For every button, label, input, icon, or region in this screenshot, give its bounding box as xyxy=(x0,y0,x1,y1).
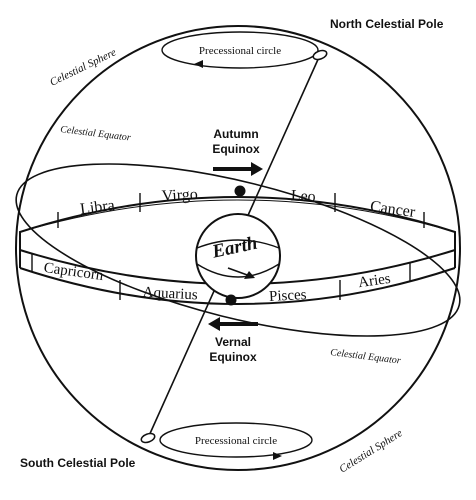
precession-arrow-bottom-icon xyxy=(273,452,282,460)
vernal-label-line1: Vernal xyxy=(215,335,251,349)
earth-equator-lower xyxy=(196,263,280,278)
south-pole-label: South Celestial Pole xyxy=(20,456,136,470)
vernal-label-line2: Equinox xyxy=(209,350,257,364)
earth-equator-upper xyxy=(196,239,280,249)
vernal-arrow-icon xyxy=(208,317,220,331)
vernal-equinox-point xyxy=(225,294,237,306)
equator-label-left: Celestial Equator xyxy=(60,124,132,144)
sphere-label-right: Celestial Sphere xyxy=(337,427,405,475)
celestial-sphere xyxy=(15,25,461,471)
equator-label-right: Celestial Equator xyxy=(330,347,402,367)
zodiac-aries: Aries xyxy=(357,271,392,291)
zodiac-libra: Libra xyxy=(79,197,115,218)
north-pole-marker xyxy=(312,49,328,61)
earth-rotation-arrow-icon xyxy=(244,271,255,279)
autumn-label-line2: Equinox xyxy=(212,142,260,156)
precessional-circle-top xyxy=(161,31,319,69)
zodiac-band-back-inner xyxy=(19,199,456,233)
precession-arrow-top-icon xyxy=(194,60,203,68)
autumn-equinox-point xyxy=(234,185,246,197)
zodiac-cancer: Cancer xyxy=(369,198,417,221)
vernal-arrow-shaft xyxy=(218,322,258,326)
zodiac-band-back xyxy=(19,196,456,250)
autumn-arrow-shaft xyxy=(213,167,253,171)
precession-label-bottom: Precessional circle xyxy=(195,435,277,447)
zodiac-capricorn: Capricorn xyxy=(43,260,105,284)
north-pole-label: North Celestial Pole xyxy=(330,17,444,31)
zodiac-aquarius: Aquarius xyxy=(142,285,198,304)
zodiac-virgo: Virgo xyxy=(161,186,198,205)
zodiac-pisces: Pisces xyxy=(269,287,307,305)
south-pole-marker xyxy=(140,432,156,444)
earth-globe xyxy=(195,213,281,299)
zodiac-band-front-bottom xyxy=(19,267,456,305)
precession-label-top: Precessional circle xyxy=(199,45,281,57)
zodiac-leo: Leo xyxy=(290,187,316,205)
celestial-equator xyxy=(15,163,461,337)
autumn-arrow-icon xyxy=(251,162,263,176)
autumn-label-line1: Autumn xyxy=(213,127,258,141)
precessional-circle-bottom xyxy=(159,422,313,458)
